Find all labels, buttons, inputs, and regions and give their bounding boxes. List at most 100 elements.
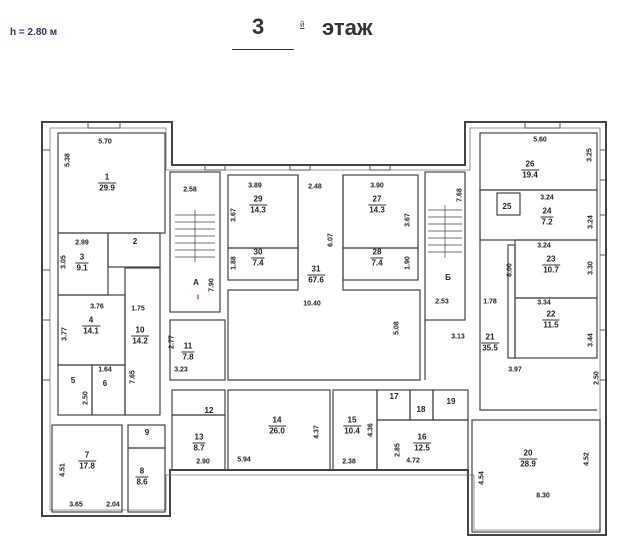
dimension-label: 4.52 [583,452,591,466]
room-number: Б [445,273,451,282]
dimension-label: 3.77 [61,327,69,341]
room-label-19: 19 [447,397,456,407]
dimension-label: 2.50 [82,391,90,405]
room-area: 14.2 [131,335,149,346]
dimension-label: 8.30 [536,492,550,500]
room-label-25: 25 [503,202,512,212]
room-label-2: 2 [133,237,137,247]
room-label-12: 12 [205,406,214,416]
room-number: 29 [253,194,263,204]
dimension-label: 3.34 [537,299,551,307]
room-number: 12 [204,406,214,415]
floor-number: 3 [252,14,265,39]
dimension-label: 3.97 [508,366,522,374]
room-number: 24 [542,206,552,216]
room-area: 26.0 [268,425,286,436]
dimension-label: 3.24 [537,242,551,250]
room-number: 1 [104,172,110,182]
room-area: 29.9 [98,182,116,193]
dimension-label: 2.04 [106,501,120,509]
floor-suffix: й [300,20,305,29]
room-number: 14 [272,415,282,425]
room-area: 12.5 [413,442,431,453]
dimension-label: 5.94 [237,456,251,464]
room-number: 19 [446,397,456,406]
room-number: 7 [84,450,90,460]
room-number: 3 [79,252,85,262]
dimension-label: 6.07 [327,233,335,247]
room-area: 10.4 [343,425,361,436]
dimension-label: 2.85 [394,443,402,457]
room-label-5: 5 [71,376,75,386]
room-area: 35.5 [481,342,499,353]
room-number: 16 [417,432,427,442]
room-number: 22 [546,309,556,319]
dimension-label: 3.23 [174,366,188,374]
dimension-label: 3.67 [404,213,412,227]
dimension-label: 8.00 [506,263,514,277]
dimension-label: 7.68 [456,188,464,202]
dimension-label: 2.77 [168,335,176,349]
room-area: 7.2 [540,216,554,227]
room-area: 10.7 [542,264,560,275]
room-number: 23 [546,254,556,264]
dimension-label: 4.36 [367,423,375,437]
dimension-label: 1.64 [98,366,112,374]
room-number: 26 [525,159,535,169]
room-number: 15 [347,415,357,425]
dimension-label: 10.40 [303,300,321,308]
dimension-label: 3.67 [230,208,238,222]
room-number: 5 [70,376,76,385]
room-number: 18 [416,405,426,414]
dimension-label: 7.90 [208,278,216,292]
dimension-label: 3.90 [370,182,384,190]
dimension-label: 2.50 [593,371,601,385]
room-number: 13 [194,432,204,442]
dimension-label: 2.38 [342,458,356,466]
room-area: 7.4 [251,257,265,268]
dimension-label: 5.08 [393,321,401,335]
room-label-17: 17 [390,392,399,402]
dimension-label: 3.76 [90,303,104,311]
room-number: 27 [372,194,382,204]
room-area: 17.8 [78,460,96,471]
dimension-label: 3.13 [451,333,465,341]
stair-mark: I [197,294,199,302]
dimension-label: 2.58 [183,186,197,194]
room-area: 14.1 [82,325,100,336]
room-number: 9 [144,428,150,437]
room-area: 7.8 [181,351,195,362]
dimension-label: 2.48 [308,183,322,191]
dimension-label: 3.44 [587,333,595,347]
room-number: 6 [102,379,108,388]
dimension-label: 3.30 [587,261,595,275]
floor-word: этаж [322,15,373,40]
dimension-label: 3.65 [69,501,83,509]
dimension-label: 7.65 [129,370,137,384]
dimension-label: 3.05 [60,255,68,269]
dimension-label: 4.37 [313,425,321,439]
dimension-label: 2.90 [196,458,210,466]
room-area: 14.3 [249,204,267,215]
dimension-label: 4.51 [59,463,67,477]
ceiling-height: h = 2.80 м [10,27,58,38]
room-area: 8.6 [135,476,149,487]
